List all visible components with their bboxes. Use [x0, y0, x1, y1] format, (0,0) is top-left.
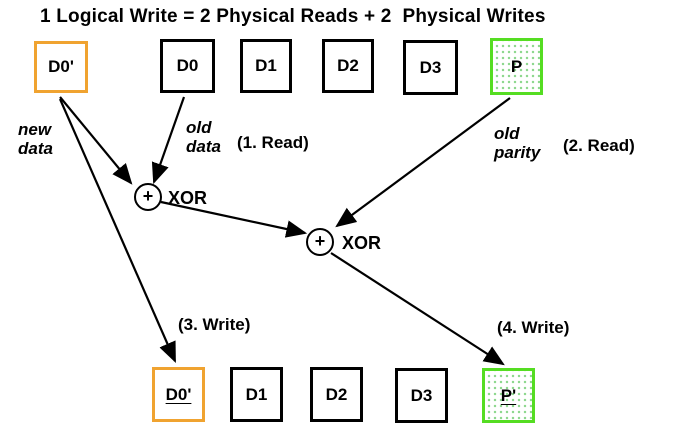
disk-box-parity-top: P — [490, 38, 543, 95]
disk-box-d0prime-top: D0' — [34, 41, 88, 93]
label-old-parity: old parity — [494, 124, 541, 162]
disk-box-pprime-bottom: P' — [482, 368, 535, 423]
label-old-data: old data — [186, 118, 221, 156]
arrow-oldparity-to-xor2 — [335, 97, 511, 228]
diagram-title: 1 Logical Write = 2 Physical Reads + 2 P… — [40, 6, 546, 27]
disk-box-label: D1 — [245, 384, 268, 404]
plus-icon: + — [142, 186, 154, 206]
arrow-write-to-pprime — [330, 252, 505, 366]
disk-box-label: D1 — [255, 56, 277, 75]
arrow-newdata-to-xor1 — [59, 96, 133, 185]
plus-icon: + — [314, 231, 326, 251]
disk-box-label: D0 — [176, 56, 199, 75]
xor2-label: XOR — [342, 233, 382, 253]
disk-box-label: D3 — [419, 57, 442, 77]
disk-box-d0-top: D0 — [160, 39, 215, 93]
disk-box-label: D0' — [165, 384, 192, 404]
arrow-write-to-d0prime — [58, 98, 177, 364]
xor1-label: XOR — [168, 188, 208, 208]
label-step2-read: (2. Read) — [563, 136, 635, 155]
xor1-node: + — [134, 183, 162, 211]
label-step1-read: (1. Read) — [237, 133, 309, 152]
disk-box-d3-top: D3 — [403, 40, 458, 95]
disk-box-d1-bottom: D1 — [230, 367, 283, 422]
disk-box-d3-bottom: D3 — [395, 368, 448, 423]
disk-box-label: D2 — [337, 56, 359, 75]
label-step4-write: (4. Write) — [497, 318, 570, 337]
disk-box-d1-top: D1 — [240, 39, 292, 93]
disk-box-d2-bottom: D2 — [310, 367, 363, 422]
disk-box-label: D2 — [325, 384, 348, 404]
label-step3-write: (3. Write) — [178, 315, 251, 334]
disk-box-d2-top: D2 — [322, 39, 374, 93]
arrow-olddata-to-xor1 — [151, 96, 186, 185]
disk-box-label: D3 — [410, 385, 433, 405]
disk-box-label: D0' — [48, 57, 74, 76]
xor2-node: + — [306, 228, 334, 256]
label-new-data: new data — [18, 120, 53, 158]
disk-box-label: P — [510, 56, 523, 76]
disk-box-label: P' — [500, 385, 517, 405]
disk-box-d0prime-bottom: D0' — [152, 367, 205, 422]
